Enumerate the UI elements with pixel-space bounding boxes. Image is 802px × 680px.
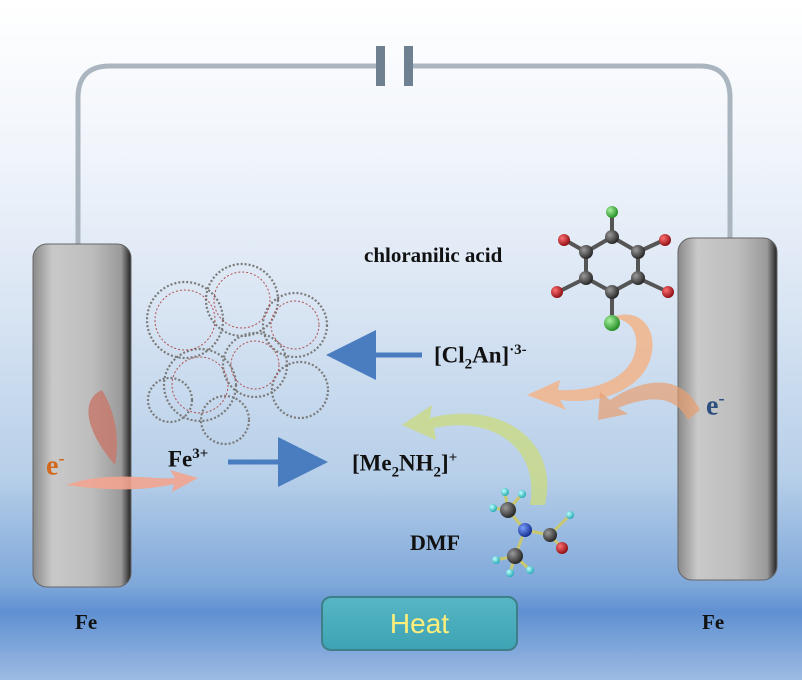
- heat-button[interactable]: Heat: [321, 596, 518, 651]
- atom-c: [579, 245, 593, 259]
- right-electrode: [677, 237, 778, 581]
- atom-h: [566, 511, 574, 519]
- capacitor-plate-right: [404, 46, 413, 86]
- atom-h: [492, 556, 500, 564]
- mof-framework: [145, 262, 330, 446]
- atom-cl: [604, 315, 620, 331]
- label-me2nh2-mid: NH: [399, 450, 434, 476]
- label-dmf: DMF: [410, 530, 461, 555]
- atom-c: [543, 528, 557, 542]
- atom-h: [526, 566, 534, 574]
- dmf-conversion-arrow: [402, 405, 548, 505]
- atom-h: [489, 504, 497, 512]
- atom-n: [518, 523, 532, 537]
- atom-c: [500, 502, 516, 518]
- mof-framework-nodes: [154, 271, 320, 414]
- atom-o: [551, 286, 563, 298]
- label-me2nh2-sub2: 2: [433, 464, 442, 481]
- left-electrode: [32, 243, 132, 588]
- label-me2nh2-close: ]: [441, 450, 449, 476]
- label-electron-right-sup: -: [718, 388, 725, 408]
- label-electron-left-e: e: [46, 450, 59, 482]
- atom-h: [518, 490, 526, 498]
- dmf-molecule: [489, 488, 574, 577]
- label-me2nh2: [Me2NH2]+: [352, 450, 457, 481]
- label-fe3: Fe3+: [168, 446, 208, 473]
- atom-o: [659, 234, 671, 246]
- atom-c: [605, 230, 619, 244]
- label-cl2an-sup: ·3-: [509, 342, 527, 358]
- label-fe-right-electrode: Fe: [702, 610, 725, 634]
- right-electron-arrow-lower: [598, 382, 700, 420]
- atom-c: [579, 271, 593, 285]
- chloranilic-acid-molecule: [551, 206, 674, 331]
- atom-c: [605, 285, 619, 299]
- label-me2nh2-open: [Me: [352, 450, 392, 476]
- capacitor-plate-left: [376, 46, 385, 86]
- atom-o: [556, 542, 568, 554]
- label-electron-right: e-: [706, 388, 725, 422]
- atom-c: [631, 271, 645, 285]
- atom-o: [662, 286, 674, 298]
- label-fe3-sup: 3+: [192, 446, 209, 462]
- label-electron-right-e: e: [706, 390, 719, 422]
- label-cl2an-mid: An]: [472, 342, 510, 368]
- right-electron-arrow-upper: [527, 314, 653, 410]
- left-electron-arrow-orange: [66, 470, 198, 492]
- label-fe3-text: Fe: [168, 446, 193, 472]
- label-electron-left-sup: -: [58, 448, 65, 468]
- atom-o: [558, 234, 570, 246]
- label-cl2an: [Cl2An]·3-: [434, 342, 527, 373]
- circuit-wire: [75, 63, 733, 245]
- label-me2nh2-sup: +: [448, 450, 458, 466]
- label-chloranilic-acid: chloranilic acid: [364, 243, 503, 267]
- atom-c: [507, 548, 523, 564]
- label-me2nh2-sub1: 2: [391, 464, 400, 481]
- atom-cl: [606, 206, 618, 218]
- atom-c: [631, 245, 645, 259]
- atom-h: [506, 569, 514, 577]
- label-electron-left: e-: [46, 448, 65, 482]
- label-fe-left-electrode: Fe: [75, 610, 98, 634]
- label-cl2an-open: [Cl: [434, 342, 465, 368]
- label-cl2an-sub: 2: [464, 356, 473, 373]
- left-electron-arrow-red: [88, 390, 117, 465]
- atom-h: [501, 488, 509, 496]
